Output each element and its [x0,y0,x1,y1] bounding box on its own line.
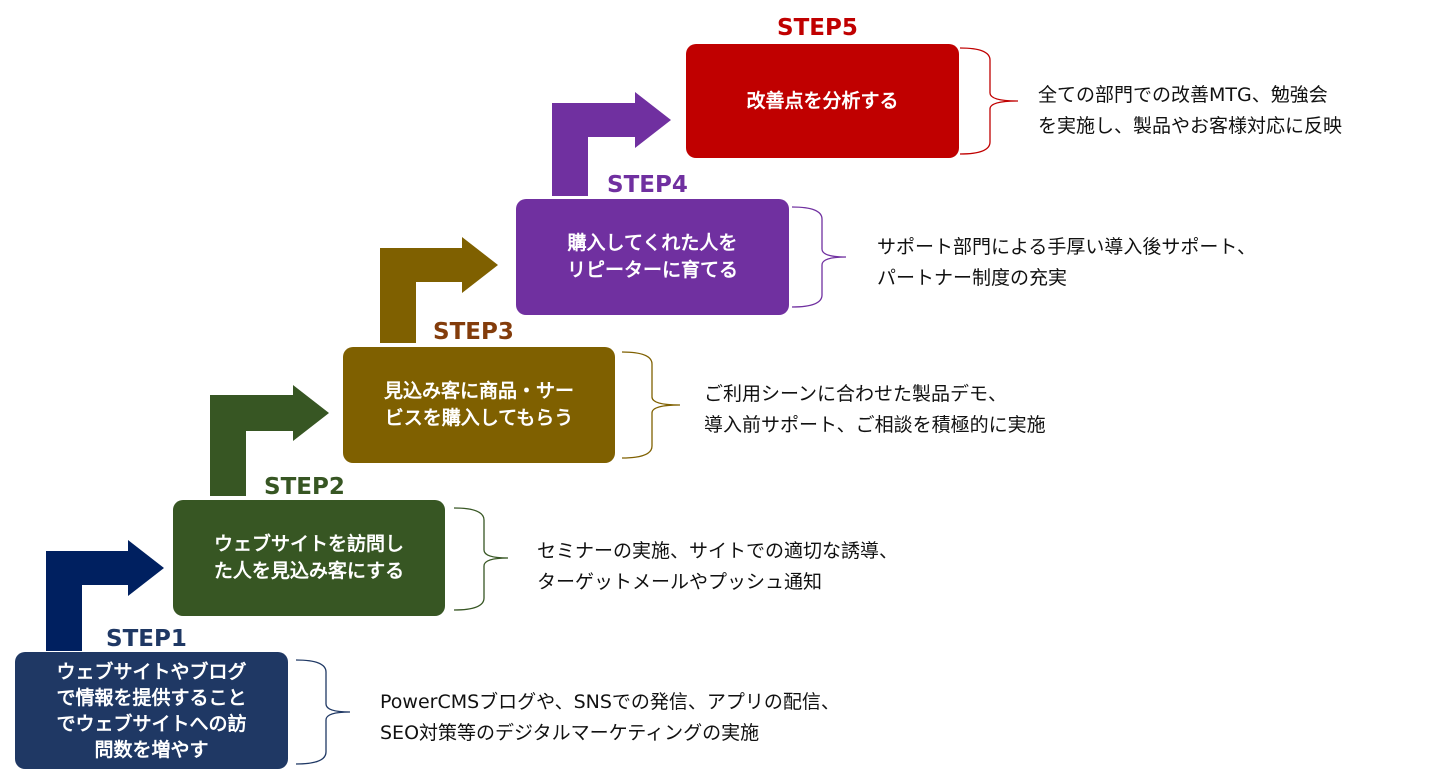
step2-box: ウェブサイトを訪問し た人を見込み客にする [173,500,445,616]
step1-label: STEP1 [106,626,187,652]
step4-description: サポート部門による手厚い導入後サポート、 パートナー制度の充実 [877,236,1257,289]
step1-box: ウェブサイトやブログ で情報を提供すること でウェブサイトへの訪 問数を増やす [15,652,288,769]
step3-label: STEP3 [433,319,514,345]
step3-box: 見込み客に商品・サー ビスを購入してもらう [343,347,615,463]
step3-arrow [380,237,498,343]
step4-brace [791,206,847,308]
step1-arrow [46,540,164,651]
step1-brace [295,659,351,765]
step1-box-text: ウェブサイトやブログ で情報を提供すること でウェブサイトへの訪 問数を増やす [56,660,247,761]
step4-box-text: 購入してくれた人を リピーターに育てる [566,232,738,281]
step2-brace [453,507,509,611]
step5-label: STEP5 [777,15,858,41]
step5-box-text: 改善点を分析する [746,89,899,112]
step3-description: ご利用シーンに合わせた製品デモ、 導入前サポート、ご相談を積極的に実施 [704,383,1046,436]
step2-label: STEP2 [264,474,345,500]
step4-label: STEP4 [607,172,688,198]
step1-description: PowerCMSブログや、SNSでの発信、アプリの配信、 SEO対策等のデジタル… [380,691,840,744]
step4-arrow [552,92,671,196]
step5-brace [959,47,1019,155]
step3-box-text: 見込み客に商品・サー ビスを購入してもらう [383,380,574,429]
step2-arrow [210,385,329,496]
step5-description: 全ての部門での改善MTG、勉強会 を実施し、製品やお客様対応に反映 [1038,84,1343,137]
step4-box: 購入してくれた人を リピーターに育てる [516,199,789,315]
step3-brace [621,351,681,459]
step2-description: セミナーの実施、サイトでの適切な誘導、 ターゲットメールやプッシュ通知 [537,540,899,593]
step2-box-text: ウェブサイトを訪問し た人を見込み客にする [213,533,405,582]
step5-box: 改善点を分析する [686,44,959,158]
